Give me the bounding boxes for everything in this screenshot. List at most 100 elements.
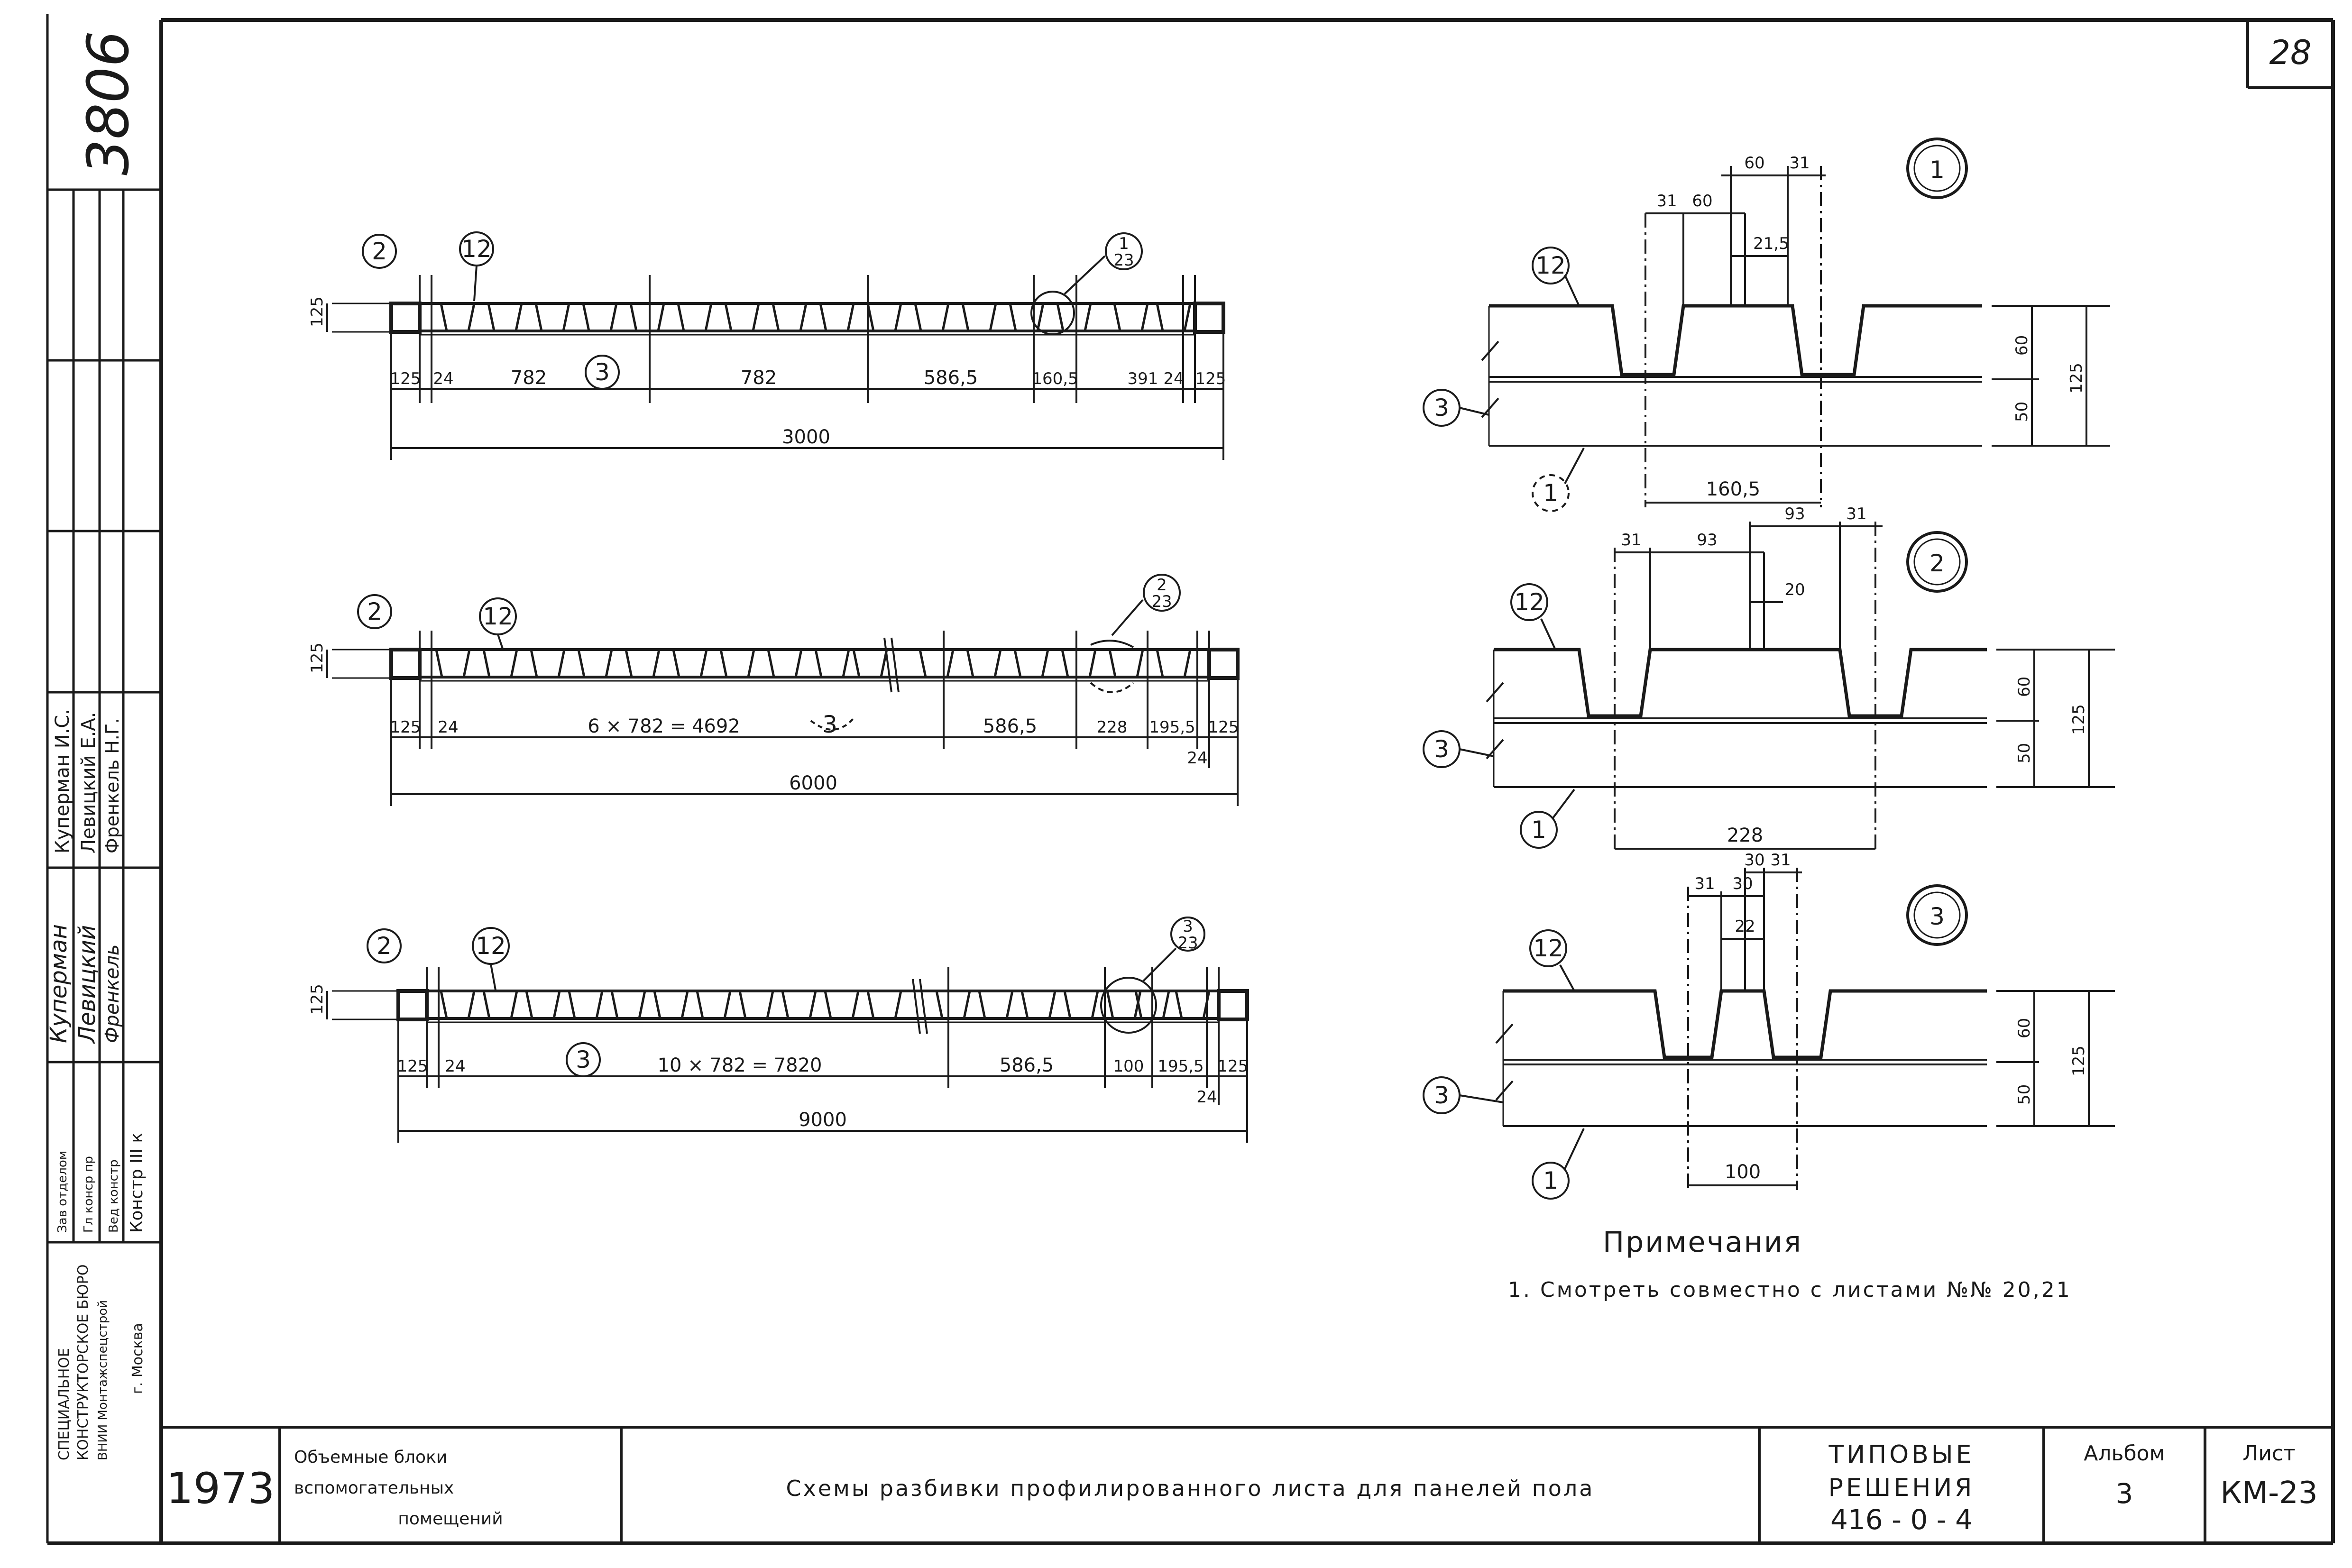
panel-1-callout-bottom: 23	[1113, 251, 1134, 270]
panel-2-dim-4: 228	[1097, 718, 1128, 737]
detail-2-dimension-lines	[1423, 522, 2115, 853]
panel-2-mark-3: 3	[822, 711, 837, 738]
page-number: 28	[2269, 33, 2311, 72]
side-stamp	[47, 188, 161, 1244]
detail-1-side-dim-0: 60	[2012, 335, 2031, 356]
detail-3-top-dim-2: 31	[1694, 874, 1715, 893]
detail-2-top-dim-3: 93	[1697, 531, 1717, 550]
stamp-signature-3: Френкель	[101, 944, 123, 1044]
panel-3-dim-4: 100	[1113, 1057, 1144, 1076]
panel-2-below-dim: 24	[1187, 749, 1207, 768]
title-object-line1: Объемные блоки	[294, 1448, 447, 1467]
panel-1-dim-5: 160,5	[1032, 369, 1078, 388]
detail-2-top-dim-2: 31	[1621, 531, 1641, 550]
detail-2-mark-3: 3	[1434, 735, 1449, 763]
title-year: 1973	[166, 1464, 275, 1513]
series-line1: ТИПОВЫЕ	[1828, 1440, 1974, 1469]
stamp-role-2: Гл конср пр	[82, 1156, 96, 1233]
panel-3-dim-6: 125	[1218, 1057, 1249, 1076]
detail-3-section	[1495, 989, 1987, 1127]
detail-1-mark-12: 12	[1535, 252, 1566, 279]
panel-3-dim-2: 10 × 782 = 7820	[658, 1055, 822, 1076]
panel-3-dim-5: 195,5	[1158, 1057, 1204, 1076]
panel-1-dim-3: 782	[741, 367, 777, 389]
stamp-org-city: г. Москва	[129, 1323, 146, 1394]
panel-3-total: 9000	[799, 1109, 847, 1131]
panel-3-below-dim: 24	[1196, 1088, 1217, 1107]
stamp-names: Куперман И.С. Левицкий Е.А. Френкель Н.Г…	[52, 709, 123, 853]
detail-3-side-dim-0: 60	[2015, 1018, 2034, 1038]
panel-2-callout-bottom: 23	[1151, 592, 1172, 611]
detail-3-side-dim-1: 50	[2015, 1084, 2034, 1105]
detail-1-side-dim-2: 125	[2067, 363, 2086, 394]
stamp-name-1: Куперман И.С.	[52, 709, 74, 853]
notes: Примечания 1. Смотреть совместно с листа…	[1508, 1226, 2070, 1302]
sheet-value: КМ-23	[2220, 1476, 2317, 1511]
panel-2-dim-6: 125	[1208, 718, 1239, 737]
stamp-role-4: Констр III к	[127, 1133, 147, 1233]
detail-1-top-dim-2: 31	[1656, 192, 1677, 211]
stamp-role-3: Вед констр	[107, 1159, 121, 1233]
panel-1-mark-2: 2	[372, 238, 387, 265]
album-value: 3	[2116, 1477, 2133, 1510]
stamp-signature-2: Левицкий	[74, 925, 101, 1044]
detail-1-top-dim-4: 21,5	[1753, 234, 1789, 253]
album-label: Альбом	[2084, 1441, 2165, 1466]
panel-3-dim-0: 125	[397, 1057, 428, 1076]
detail-1-mark-1: 1	[1543, 479, 1558, 507]
stamp-name-2: Левицкий Е.А.	[78, 712, 100, 853]
panel-3-dimension-lines	[326, 917, 1248, 1143]
stamp-roles: Зав отделом Гл конср пр Вед констр Конст…	[55, 1133, 147, 1233]
detail-3-mark-12: 12	[1533, 935, 1563, 962]
detail-3-mark-3: 3	[1434, 1082, 1449, 1109]
panel-3-ribs	[441, 991, 1209, 1018]
detail-2-top-dim-0: 93	[1784, 504, 1805, 523]
detail-3-top-dim-1: 31	[1770, 851, 1791, 870]
panel-3000: 125 2 12 3 1 23 125 24 782 782 586,5 160…	[308, 231, 1226, 460]
detail-1-top-dim-1: 31	[1789, 154, 1810, 173]
panel-1-dimension-lines	[326, 231, 1224, 460]
detail-1-top-dim-0: 60	[1744, 154, 1764, 173]
series-line2: РЕШЕНИЯ	[1828, 1474, 1975, 1502]
panel-2-dimension-lines	[326, 574, 1239, 806]
panel-1-mark-3: 3	[595, 358, 610, 386]
stamp-org-line3: ВНИИ Монтажспецстрой	[96, 1300, 110, 1460]
panel-1-dim-2: 782	[511, 367, 547, 389]
detail-2-side-dim-1: 50	[2015, 743, 2034, 763]
stamp-signatures: Куперман Левицкий Френкель	[46, 924, 123, 1044]
detail-3-top-dim-4: 22	[1735, 917, 1755, 936]
panel-1-callout-top: 1	[1119, 234, 1129, 253]
detail-3-mark-1: 1	[1543, 1167, 1558, 1194]
detail-2-section	[1486, 648, 1987, 788]
panel-3-mark-3: 3	[576, 1046, 591, 1073]
detail-2-side-dim-2: 125	[2069, 704, 2088, 735]
panel-3-mark-2: 2	[377, 932, 392, 960]
detail-2-top-dim-1: 31	[1846, 504, 1866, 523]
detail-3: 3 30 31 31 30 22 12 3 1 60 50 125 100	[1423, 851, 2115, 1200]
panel-1-total: 3000	[782, 426, 830, 448]
title-block	[161, 1426, 2333, 1543]
panel-1-dim-8: 125	[1195, 369, 1226, 388]
panel-9000: 125 2 12 3 3 23 125 24 10 × 782 = 7820 5…	[308, 917, 1249, 1143]
title-object-line2: вспомогательных	[294, 1478, 454, 1498]
detail-3-top-dim-3: 30	[1732, 874, 1753, 893]
stamp-org-line2: КОНСТРУКТОРСКОЕ БЮРО	[75, 1265, 92, 1460]
panel-3-callout-bottom: 23	[1177, 934, 1198, 953]
stamp-role-1: Зав отделом	[55, 1151, 70, 1233]
panel-3-height-label: 125	[308, 984, 327, 1015]
panel-2-mark-12: 12	[483, 603, 513, 630]
detail-3-dimension-lines	[1423, 868, 2115, 1200]
detail-2: 2 93 31 31 93 20 12 3 1 60 50 125 228	[1423, 504, 2115, 853]
panel-1-ribs	[441, 303, 1190, 331]
panel-2-dim-2: 6 × 782 = 4692	[588, 715, 740, 737]
detail-1-bottom-dim: 160,5	[1706, 478, 1761, 500]
stamp-name-3: Френкель Н.Г.	[102, 718, 123, 853]
detail-1-section	[1481, 304, 1982, 447]
detail-1-dimension-lines	[1423, 138, 2110, 512]
detail-3-top-dim-0: 30	[1744, 851, 1764, 870]
panel-3-dim-1: 24	[445, 1057, 465, 1076]
detail-2-mark-1: 1	[1531, 816, 1546, 844]
detail-1: 1 60 31 31 60 21,5 12 3 1 60 50 125 160,…	[1423, 138, 2110, 512]
detail-3-bottom-dim: 100	[1725, 1161, 1761, 1183]
